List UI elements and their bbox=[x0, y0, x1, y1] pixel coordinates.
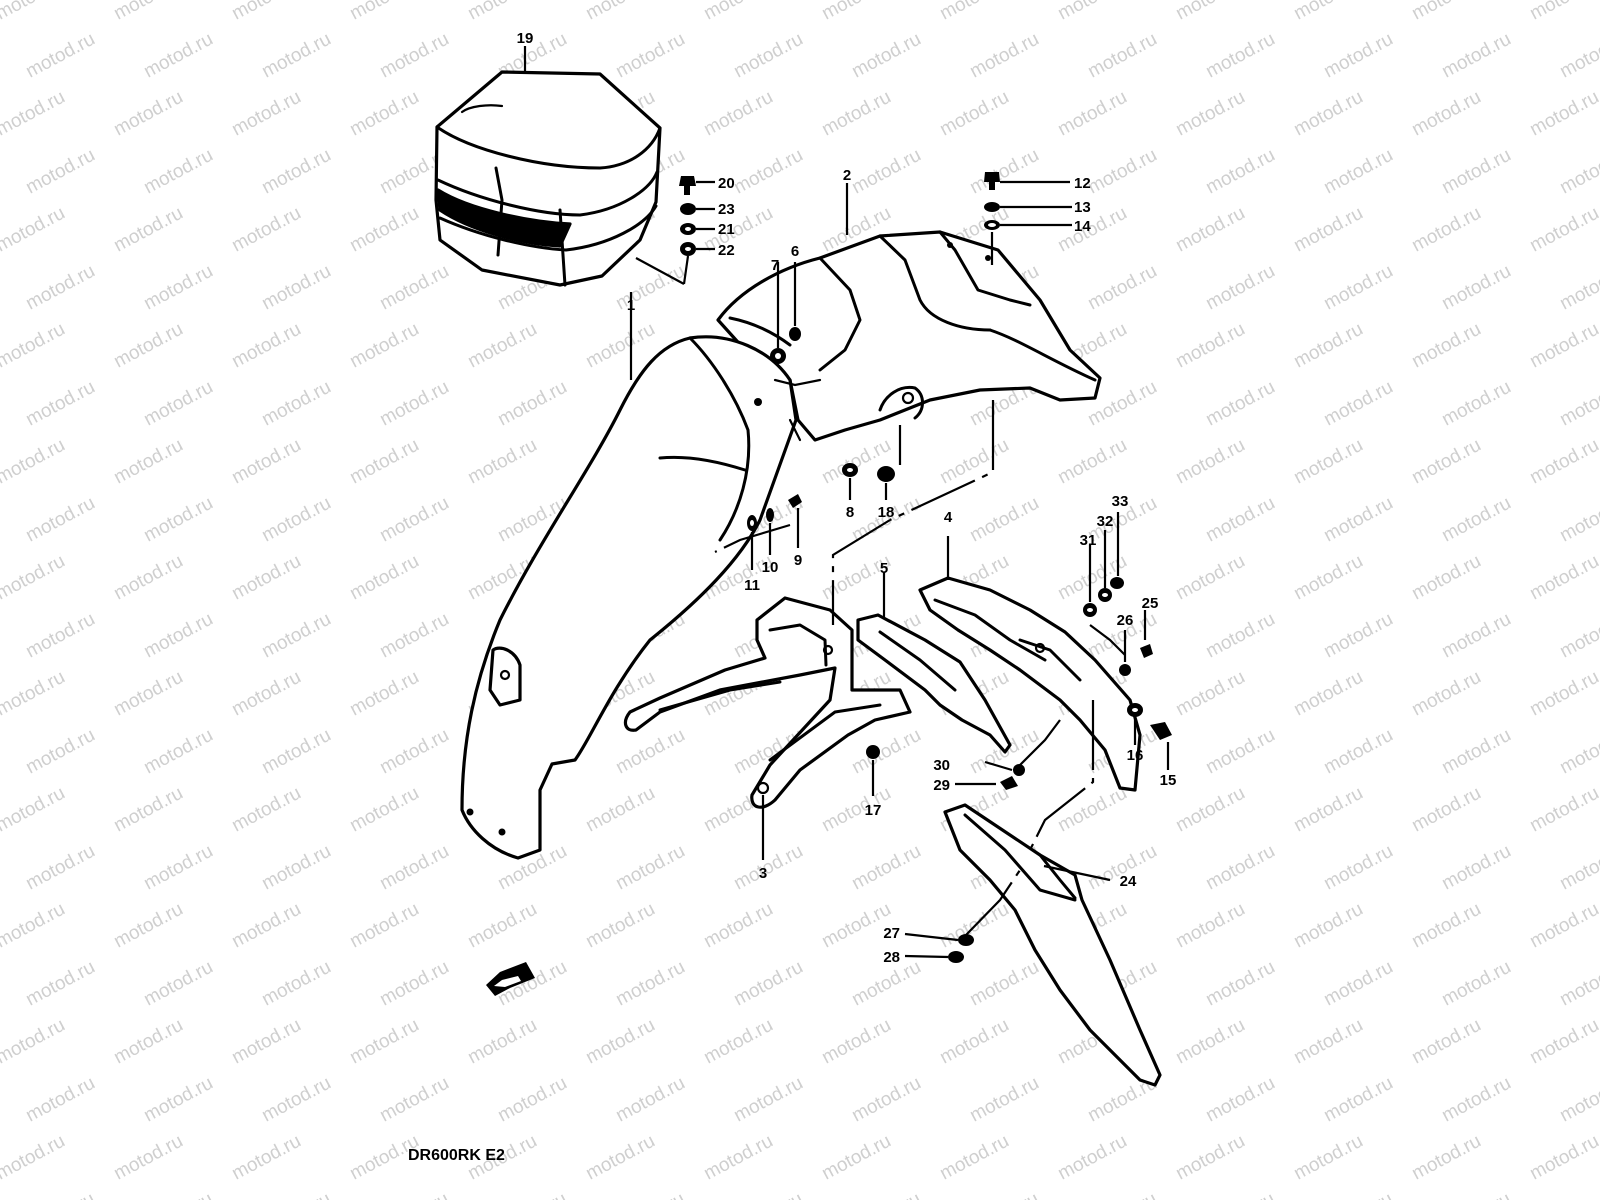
callout-32: 32 bbox=[1097, 513, 1114, 530]
rear-fender-2 bbox=[716, 230, 1102, 442]
callout-2: 2 bbox=[843, 167, 851, 184]
callout-22: 22 bbox=[718, 242, 735, 259]
callout-3: 3 bbox=[759, 865, 767, 882]
callout-23: 23 bbox=[718, 201, 735, 218]
callout-20: 20 bbox=[718, 175, 735, 192]
fasteners bbox=[679, 172, 1172, 963]
callout-14: 14 bbox=[1074, 218, 1091, 235]
seat-bag-19 bbox=[434, 70, 662, 287]
callout-31: 31 bbox=[1080, 532, 1097, 549]
callout-17: 17 bbox=[865, 802, 882, 819]
callout-6: 6 bbox=[791, 243, 799, 260]
callout-26: 26 bbox=[1117, 612, 1134, 629]
callout-27: 27 bbox=[883, 925, 900, 942]
callout-24: 24 bbox=[1120, 873, 1137, 890]
callout-12: 12 bbox=[1074, 175, 1091, 192]
callout-9: 9 bbox=[794, 552, 802, 569]
callout-5: 5 bbox=[880, 560, 888, 577]
callout-15: 15 bbox=[1160, 772, 1177, 789]
front-direction-arrow-icon bbox=[486, 962, 535, 996]
callout-30: 30 bbox=[933, 757, 950, 774]
bracket-5 bbox=[856, 613, 1012, 754]
callout-8: 8 bbox=[846, 504, 854, 521]
callout-13: 13 bbox=[1074, 199, 1091, 216]
callout-11: 11 bbox=[744, 577, 760, 594]
leader-lines bbox=[523, 46, 1170, 959]
bracket-3 bbox=[623, 596, 912, 809]
callout-4: 4 bbox=[944, 509, 953, 526]
model-label: DR600RK E2 bbox=[408, 1147, 505, 1164]
callout-29: 29 bbox=[933, 777, 950, 794]
callout-33: 33 bbox=[1112, 493, 1129, 510]
bracket-4 bbox=[918, 576, 1142, 792]
callout-28: 28 bbox=[883, 949, 900, 966]
callout-21: 21 bbox=[718, 221, 735, 238]
callout-16: 16 bbox=[1127, 747, 1144, 764]
callout-18: 18 bbox=[878, 504, 895, 521]
mudflap-24 bbox=[943, 803, 1162, 1087]
callout-7: 7 bbox=[771, 257, 779, 274]
callout-1: 1 bbox=[627, 297, 635, 314]
callout-labels: 19 20 23 21 22 12 13 14 2 1 6 7 8 18 9 1… bbox=[517, 30, 1177, 966]
callout-25: 25 bbox=[1142, 595, 1159, 612]
callout-10: 10 bbox=[762, 559, 779, 576]
callout-19: 19 bbox=[517, 30, 534, 47]
